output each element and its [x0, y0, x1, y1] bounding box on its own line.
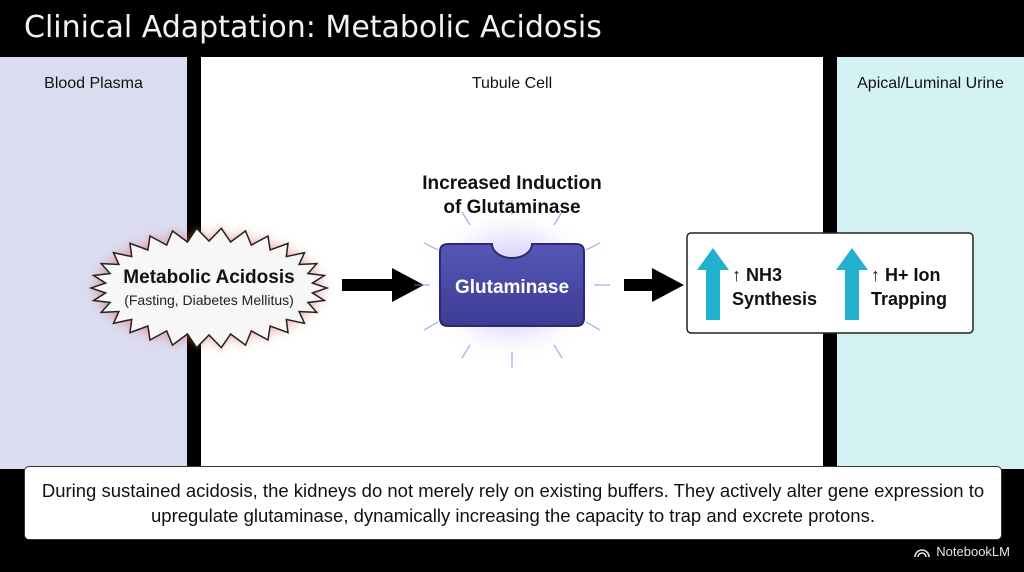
caption-box: During sustained acidosis, the kidneys d… [24, 466, 1002, 540]
effects-box: ↑ NH3 Synthesis ↑ H+ Ion Trapping [686, 232, 974, 334]
enzyme-block [439, 243, 585, 327]
effect-nh3-line2: Synthesis [732, 289, 817, 309]
notebooklm-logo-icon [914, 548, 931, 557]
effect-h-ion-line1: ↑ H+ Ion [871, 265, 941, 285]
arrow-right-icon [624, 268, 684, 302]
glutaminase-enzyme: Glutaminase [414, 200, 610, 368]
branding-text: NotebookLM [936, 544, 1010, 559]
metabolic-acidosis-burst: Metabolic Acidosis (Fasting, Diabetes Me… [88, 227, 330, 349]
page-title: Clinical Adaptation: Metabolic Acidosis [24, 10, 602, 45]
arrow-right-icon [342, 268, 424, 302]
stimulus-subtitle: (Fasting, Diabetes Mellitus) [124, 292, 294, 308]
urine-label: Apical/Luminal Urine [857, 75, 1004, 92]
enzyme-label: Glutaminase [455, 277, 569, 298]
effect-nh3-line1: ↑ NH3 [732, 265, 782, 285]
up-arrow-icon [836, 248, 868, 320]
branding: NotebookLM [914, 544, 1010, 559]
stimulus-title: Metabolic Acidosis [123, 267, 294, 288]
enzyme-heading-line1: Increased Induction [422, 173, 601, 194]
caption-text: During sustained acidosis, the kidneys d… [41, 480, 985, 526]
effect-h-ion-line2: Trapping [871, 289, 947, 309]
tubule-cell-label: Tubule Cell [471, 75, 553, 92]
glow-rays [414, 200, 610, 368]
enzyme-heading-line2: of Glutaminase [443, 197, 580, 218]
blood-plasma-label: Blood Plasma [44, 75, 143, 92]
up-arrow-icon [697, 248, 729, 320]
